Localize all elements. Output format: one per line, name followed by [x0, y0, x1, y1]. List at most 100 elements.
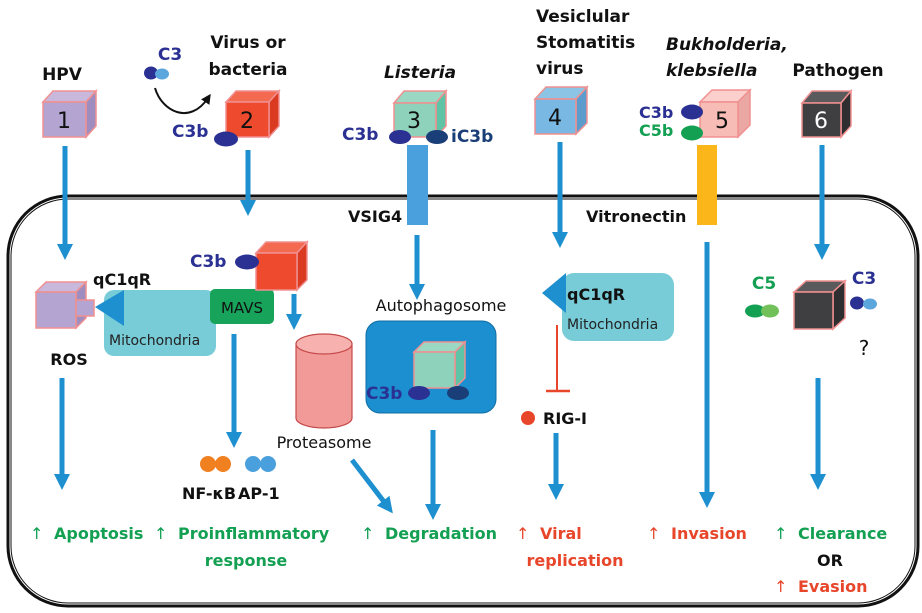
outcome-text: Clearance [798, 524, 887, 543]
arrow-proteasome-degradation [350, 458, 393, 514]
outcome-viral-replication: ↑ Viral [516, 524, 582, 543]
pathogen-cube-4: 4 [533, 85, 589, 136]
c5b-on-cube-5 [681, 125, 703, 141]
pathogen-label-virus-bacteria-2: bacteria [208, 60, 287, 80]
c3-cleavage-arrow [154, 87, 211, 115]
pathogen-label-bukholderia-1: Bukholderia, [666, 35, 788, 55]
outcome-invasion: ↑ Invasion [647, 524, 747, 543]
outcome-arrow: ↑ [30, 524, 43, 543]
qc1qr-label-right: qC1qR [567, 285, 625, 304]
c3b-on-cube-3 [389, 130, 411, 144]
c3b-internal-2 [235, 254, 259, 270]
outcome-arrow: ↑ [154, 524, 167, 543]
outcome-apoptosis: ↑ Apoptosis [30, 524, 143, 543]
rig-i-label: RIG-I [543, 409, 587, 428]
pathogen-label-hpv: HPV [42, 65, 83, 85]
pathogen-number-1: 1 [57, 109, 71, 134]
outcome-viral-replication-line2: replication [527, 551, 624, 570]
outcome-text: Proinflammatory [178, 524, 330, 543]
c5-subunit-dark [745, 304, 765, 318]
c3-subunit-dark [850, 296, 864, 310]
qc1qr-receptor-right [542, 273, 566, 313]
qc1qr-receptor-left [95, 290, 124, 326]
c3-dimer-light [155, 68, 169, 80]
nfkb-label: NF-κB [182, 484, 236, 503]
outcome-arrow: ↑ [361, 524, 374, 543]
pathogen6-internalized-cube [792, 279, 847, 331]
pathogen-number-6: 6 [814, 109, 828, 134]
outcome-degradation: ↑ Degradation [361, 524, 497, 543]
outcome-text: Viral [540, 524, 582, 543]
outcome-evasion: ↑ Evasion [774, 577, 868, 596]
pathogen-cube-1: 1 [41, 89, 98, 139]
outcome-text: Apoptosis [54, 524, 143, 543]
cell-membrane-outer [6, 194, 920, 608]
c3b-on-cube-2 [214, 131, 238, 147]
vsig4-receptor [407, 145, 428, 225]
outcome-clearance: ↑ Clearance [774, 524, 887, 543]
outcome-proinflammatory: ↑ Proinflammatory [154, 524, 330, 543]
ap1-label: AP-1 [238, 484, 280, 503]
pathogen-label-bukholderia-2: klebsiella [666, 61, 757, 81]
pathogen-label-listeria: Listeria [384, 63, 456, 83]
c3b-on-cube-5 [681, 104, 703, 120]
c3b-in-autophagosome [408, 386, 430, 400]
nfkb-subunit-2 [215, 456, 231, 472]
pathogen-cube-3: 3 [392, 88, 448, 139]
mitochondria-label-left: Mitochondria [109, 333, 200, 349]
mitochondria-left [104, 290, 216, 356]
nfkb-subunit-1 [200, 456, 216, 472]
outcome-arrow: ↑ [774, 524, 787, 543]
c5b-label-5: C5b [639, 121, 673, 140]
ic3b-label-3: iC3b [451, 127, 493, 147]
outcome-text: Degradation [385, 524, 497, 543]
outcome-arrow: ↑ [516, 524, 529, 543]
c3b-label-5: C3b [639, 103, 673, 122]
pathogen-cube-2: 2 [224, 89, 281, 139]
vitronectin-label: Vitronectin [586, 207, 686, 226]
pathogen-label-vsv-3: virus [536, 59, 584, 79]
proteasome-cylinder [295, 333, 353, 429]
c3-label-top: C3 [158, 45, 182, 65]
ap1-subunit-1 [245, 456, 261, 472]
ic3b-on-cube-3 [426, 130, 448, 144]
pathogen-number-3: 3 [407, 109, 421, 134]
mitochondria-right [562, 273, 674, 341]
c3b-label-internal-2: C3b [190, 252, 226, 272]
rig-i-dot [521, 411, 535, 425]
mavs-label: MAVS [221, 299, 263, 317]
pathogen-cube-6: 6 [800, 88, 853, 139]
ros-label: ROS [50, 350, 87, 369]
hpv-internalized-cube [34, 280, 95, 330]
outcome-text: Evasion [798, 577, 868, 596]
c3b-label-3: C3b [342, 125, 378, 145]
qc1qr-label-left: qC1qR [93, 270, 151, 289]
pathogen-label-vsv-1: Vesiclular [536, 7, 630, 27]
ic3b-in-autophagosome [447, 386, 469, 400]
unknown-mechanism-label: ? [859, 336, 870, 360]
autophagosome-label: Autophagosome [376, 296, 507, 315]
outcome-text: Invasion [671, 524, 747, 543]
c5-subunit-light [761, 304, 779, 318]
pathogen-label-generic: Pathogen [792, 61, 883, 81]
vsig4-label: VSIG4 [348, 207, 402, 226]
pathogen-number-4: 4 [548, 106, 562, 131]
pathogen-label-vsv-2: Stomatitis [536, 33, 635, 53]
c3-subunit-light [863, 298, 877, 310]
mitochondria-label-right: Mitochondria [567, 317, 658, 333]
mavs-box [210, 289, 274, 324]
c3-dimer-dark [144, 66, 158, 80]
proteasome-label: Proteasome [277, 433, 372, 452]
c5-label: C5 [752, 274, 776, 294]
pathogen-number-5: 5 [715, 109, 729, 134]
outcome-or: OR [817, 551, 843, 570]
listeria-internalized-cube [412, 340, 467, 390]
outcome-arrow: ↑ [647, 524, 660, 543]
pathogen-cube-5: 5 [698, 88, 752, 139]
c3-label-right: C3 [852, 269, 876, 289]
virus-internalized-cube [254, 240, 309, 292]
vitronectin-receptor [697, 145, 717, 225]
outcome-arrow: ↑ [774, 577, 787, 596]
pathogen-number-2: 2 [240, 109, 254, 134]
